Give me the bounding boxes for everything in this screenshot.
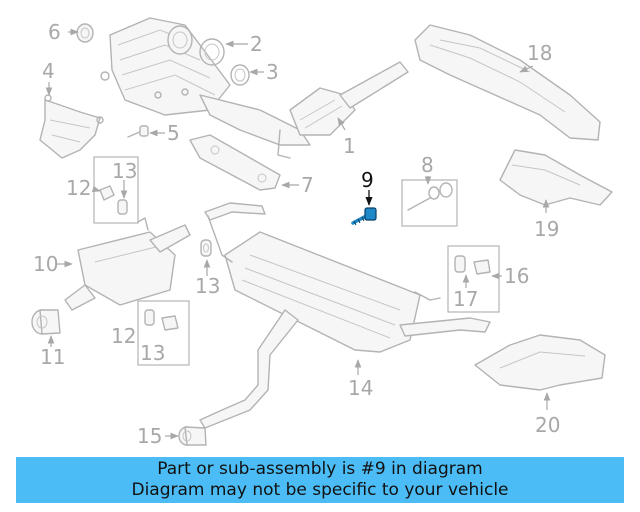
callout-10: 10 (33, 252, 58, 276)
callout-9: 9 (361, 168, 374, 192)
callout-5: 5 (167, 121, 180, 145)
part-10-muffler (64, 217, 191, 311)
part-20-heat-shield (474, 334, 606, 391)
callout-11: 11 (40, 345, 65, 369)
part-15-clamp (178, 426, 207, 446)
part-6-cap (76, 23, 94, 43)
banner-disclaimer: Diagram may not be specific to your vehi… (131, 480, 509, 500)
callout-13-middle: 13 (195, 274, 220, 298)
part-3-ring (230, 64, 250, 86)
part-1-catalytic-converter (100, 17, 409, 159)
callout-18: 18 (527, 41, 552, 65)
part-9-bolt (351, 207, 377, 226)
callout-15: 15 (137, 424, 162, 448)
callout-labels: 6 2 3 4 5 1 7 18 8 19 9 10 11 12 13 13 1… (33, 20, 560, 448)
callout-3: 3 (266, 60, 279, 84)
callout-14: 14 (348, 376, 373, 400)
leader-lines (45, 28, 551, 440)
part-2-gasket (199, 38, 225, 66)
callout-4: 4 (42, 59, 55, 83)
callout-13-lower: 13 (140, 341, 165, 365)
callout-1: 1 (343, 134, 356, 158)
info-banner: Part or sub-assembly is #9 in diagram Di… (16, 457, 624, 503)
part-5-bolt (127, 125, 149, 138)
callout-12-upper: 12 (66, 176, 91, 200)
callout-19: 19 (534, 217, 559, 241)
callout-12-lower: 12 (111, 324, 136, 348)
callout-16: 16 (504, 264, 529, 288)
part-7-bracket (189, 134, 281, 191)
part-11-clamp (31, 309, 61, 335)
callout-17: 17 (453, 287, 478, 311)
part-13-isolator (200, 239, 212, 257)
part-18-heat-shield (414, 24, 601, 141)
part-14-rear-muffler (199, 202, 491, 429)
callout-7: 7 (301, 173, 314, 197)
part-4-bracket (39, 94, 104, 159)
part-8-hardware-set (401, 179, 458, 227)
part-12-13-set-lower (137, 300, 190, 366)
part-19-heat-shield (499, 149, 613, 206)
callout-2: 2 (250, 32, 263, 56)
part-12-13-set-upper (93, 156, 139, 224)
callout-8: 8 (421, 153, 434, 177)
callout-13-upper: 13 (112, 159, 137, 183)
callout-20: 20 (535, 413, 560, 437)
callout-6: 6 (48, 20, 61, 44)
banner-part-note: Part or sub-assembly is #9 in diagram (157, 459, 483, 479)
